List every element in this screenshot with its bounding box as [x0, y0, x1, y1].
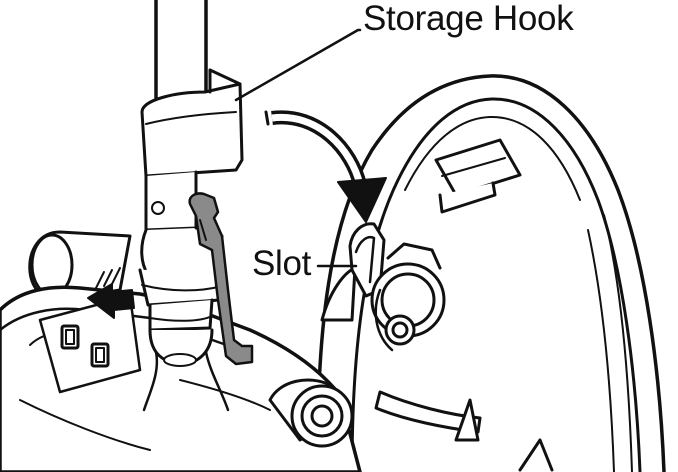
storage-hook-label: Storage Hook: [363, 0, 574, 38]
wand-tube: [138, 0, 244, 412]
storage-hook: [188, 192, 254, 366]
slot-label: Slot: [252, 244, 312, 283]
slot-assembly: [348, 222, 446, 352]
storage-hook-leader-line: [234, 28, 362, 102]
floor-nozzle: [0, 230, 362, 472]
curved-arrow: [264, 110, 387, 223]
canister-body: [316, 74, 666, 472]
